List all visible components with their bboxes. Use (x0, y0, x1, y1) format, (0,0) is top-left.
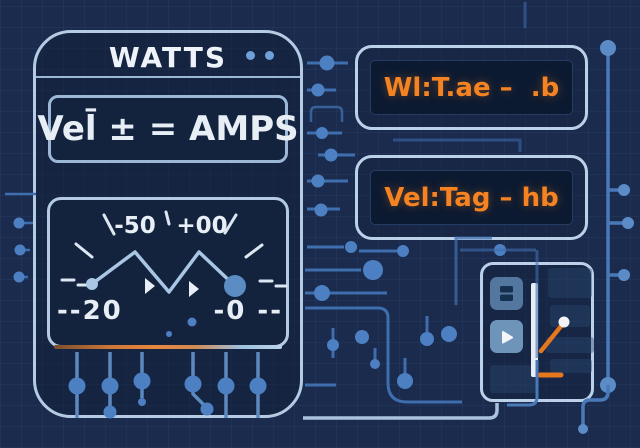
gauge-triangle-marker-icon (145, 278, 155, 294)
formula-text: Vel̄ ± = AMPS (37, 109, 299, 149)
ghost-rect (490, 365, 536, 393)
gauge-label-top-left: -50 (114, 213, 156, 239)
gauge-tick-marks (60, 210, 288, 288)
gauge-panel: -50 +00 --20 -0 -- (47, 197, 289, 349)
gauge-label-top-right: +00 (176, 213, 228, 239)
mini-meter-panel (480, 262, 594, 402)
gauge-small-dot (187, 317, 197, 327)
meter-vertical-bar (531, 283, 538, 377)
left-edge-traces (5, 192, 36, 283)
orange-box-1-inner: Wl:T.ae – .b (370, 60, 573, 115)
ghost-rect (550, 305, 590, 327)
orange-box-2: Vel:Tag – hb (355, 155, 588, 240)
panel-title: WATTS (108, 41, 228, 74)
gauge-zigzag-waveform (90, 250, 237, 294)
gauge-triangle-marker-icon (189, 281, 199, 297)
window-dots-icon (246, 51, 274, 60)
blocks-icon (499, 286, 513, 301)
formula-box: Vel̄ ± = AMPS (37, 95, 299, 163)
ghost-rect (550, 359, 592, 373)
waveform-end-dot (224, 275, 246, 297)
gauge-label-bottom-left: --20 (57, 296, 123, 326)
orange-box-1: Wl:T.ae – .b (355, 45, 588, 130)
play-icon (502, 330, 513, 343)
watts-panel-header: WATTS (36, 33, 300, 78)
gauge-label-bottom-right: -0 -- (213, 296, 283, 326)
orange-box-2-text: Vel:Tag – hb (384, 182, 559, 213)
meter-button-blocks[interactable] (490, 277, 523, 310)
orange-box-1-text: Wl:T.ae – .b (383, 72, 560, 103)
meter-button-play[interactable] (490, 320, 523, 353)
gauge-small-dot (166, 331, 172, 337)
watts-panel: WATTS Vel̄ ± = AMPS -50 +00 --20 -0 -- (33, 30, 303, 418)
waveform-start-dot (86, 278, 98, 290)
orange-box-2-inner: Vel:Tag – hb (370, 170, 573, 225)
gauge-orange-underline (54, 344, 282, 349)
ghost-rect (546, 337, 594, 353)
ghost-rect (548, 268, 592, 298)
